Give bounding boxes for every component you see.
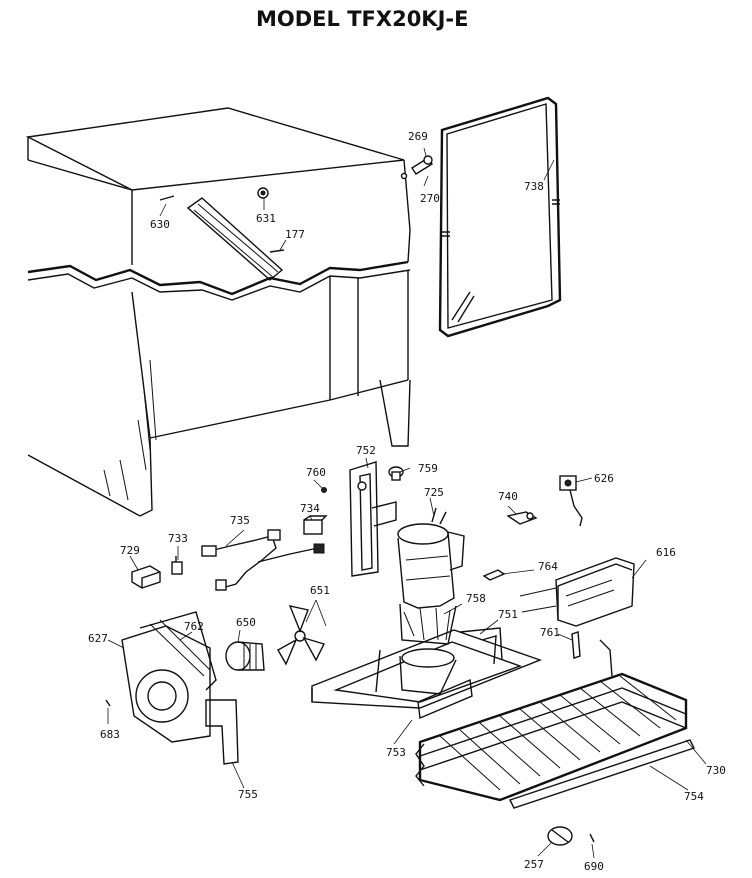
clip-733 <box>171 556 183 575</box>
screw-760 <box>321 487 327 493</box>
label-759: 759 <box>418 462 438 475</box>
label-758: 758 <box>466 592 486 605</box>
label-631: 631 <box>256 212 276 225</box>
label-761: 761 <box>540 626 560 639</box>
label-754: 754 <box>684 790 704 803</box>
clip-740 <box>506 511 538 525</box>
grommet-759 <box>388 466 404 481</box>
label-651: 651 <box>310 584 330 597</box>
label-257: 257 <box>524 858 544 871</box>
part-labels: 269 270 738 630 631 177 752 759 760 725 … <box>88 130 726 873</box>
leader-lines <box>107 147 707 859</box>
base-pan-751 <box>311 603 542 709</box>
label-650: 650 <box>236 616 256 629</box>
screw-683 <box>105 699 111 707</box>
label-764: 764 <box>538 560 558 573</box>
label-738: 738 <box>524 180 544 193</box>
harness-735 <box>201 529 325 591</box>
label-177: 177 <box>285 228 305 241</box>
panel-755 <box>205 699 239 765</box>
label-627: 627 <box>88 632 108 645</box>
label-734: 734 <box>300 502 320 515</box>
gasket-738 <box>411 96 562 338</box>
label-751: 751 <box>498 608 518 621</box>
label-733: 733 <box>168 532 188 545</box>
label-729: 729 <box>120 544 140 557</box>
label-616: 616 <box>656 546 676 559</box>
cabinet-drawing <box>25 107 411 517</box>
label-725: 725 <box>424 486 444 499</box>
label-760: 760 <box>306 466 326 479</box>
label-270: 270 <box>420 192 440 205</box>
bracket-753 <box>417 678 473 720</box>
motor-650 <box>225 641 265 671</box>
cap-257 <box>547 826 573 846</box>
bracket-752 <box>349 461 397 577</box>
label-630: 630 <box>150 218 170 231</box>
label-752: 752 <box>356 444 376 457</box>
relay-734 <box>303 515 328 535</box>
shroud-627 <box>121 611 217 743</box>
label-735: 735 <box>230 514 250 527</box>
condenser-730 <box>415 639 688 802</box>
control-616 <box>519 557 635 627</box>
label-269: 269 <box>408 130 428 143</box>
model-title: MODEL TFX20KJ-E <box>256 7 468 31</box>
rail-754 <box>509 739 695 809</box>
blade-651 <box>277 605 325 666</box>
label-762: 762 <box>184 620 204 633</box>
label-626: 626 <box>594 472 614 485</box>
thermostat-626 <box>559 475 583 527</box>
screw-690 <box>589 833 595 843</box>
label-740: 740 <box>498 490 518 503</box>
label-683: 683 <box>100 728 120 741</box>
label-730: 730 <box>706 764 726 777</box>
label-690: 690 <box>584 860 604 873</box>
label-753: 753 <box>386 746 406 759</box>
block-729 <box>131 565 161 589</box>
clip-764 <box>482 569 506 581</box>
compressor-725 <box>397 507 465 609</box>
terminal-761 <box>571 631 581 659</box>
label-755: 755 <box>238 788 258 801</box>
